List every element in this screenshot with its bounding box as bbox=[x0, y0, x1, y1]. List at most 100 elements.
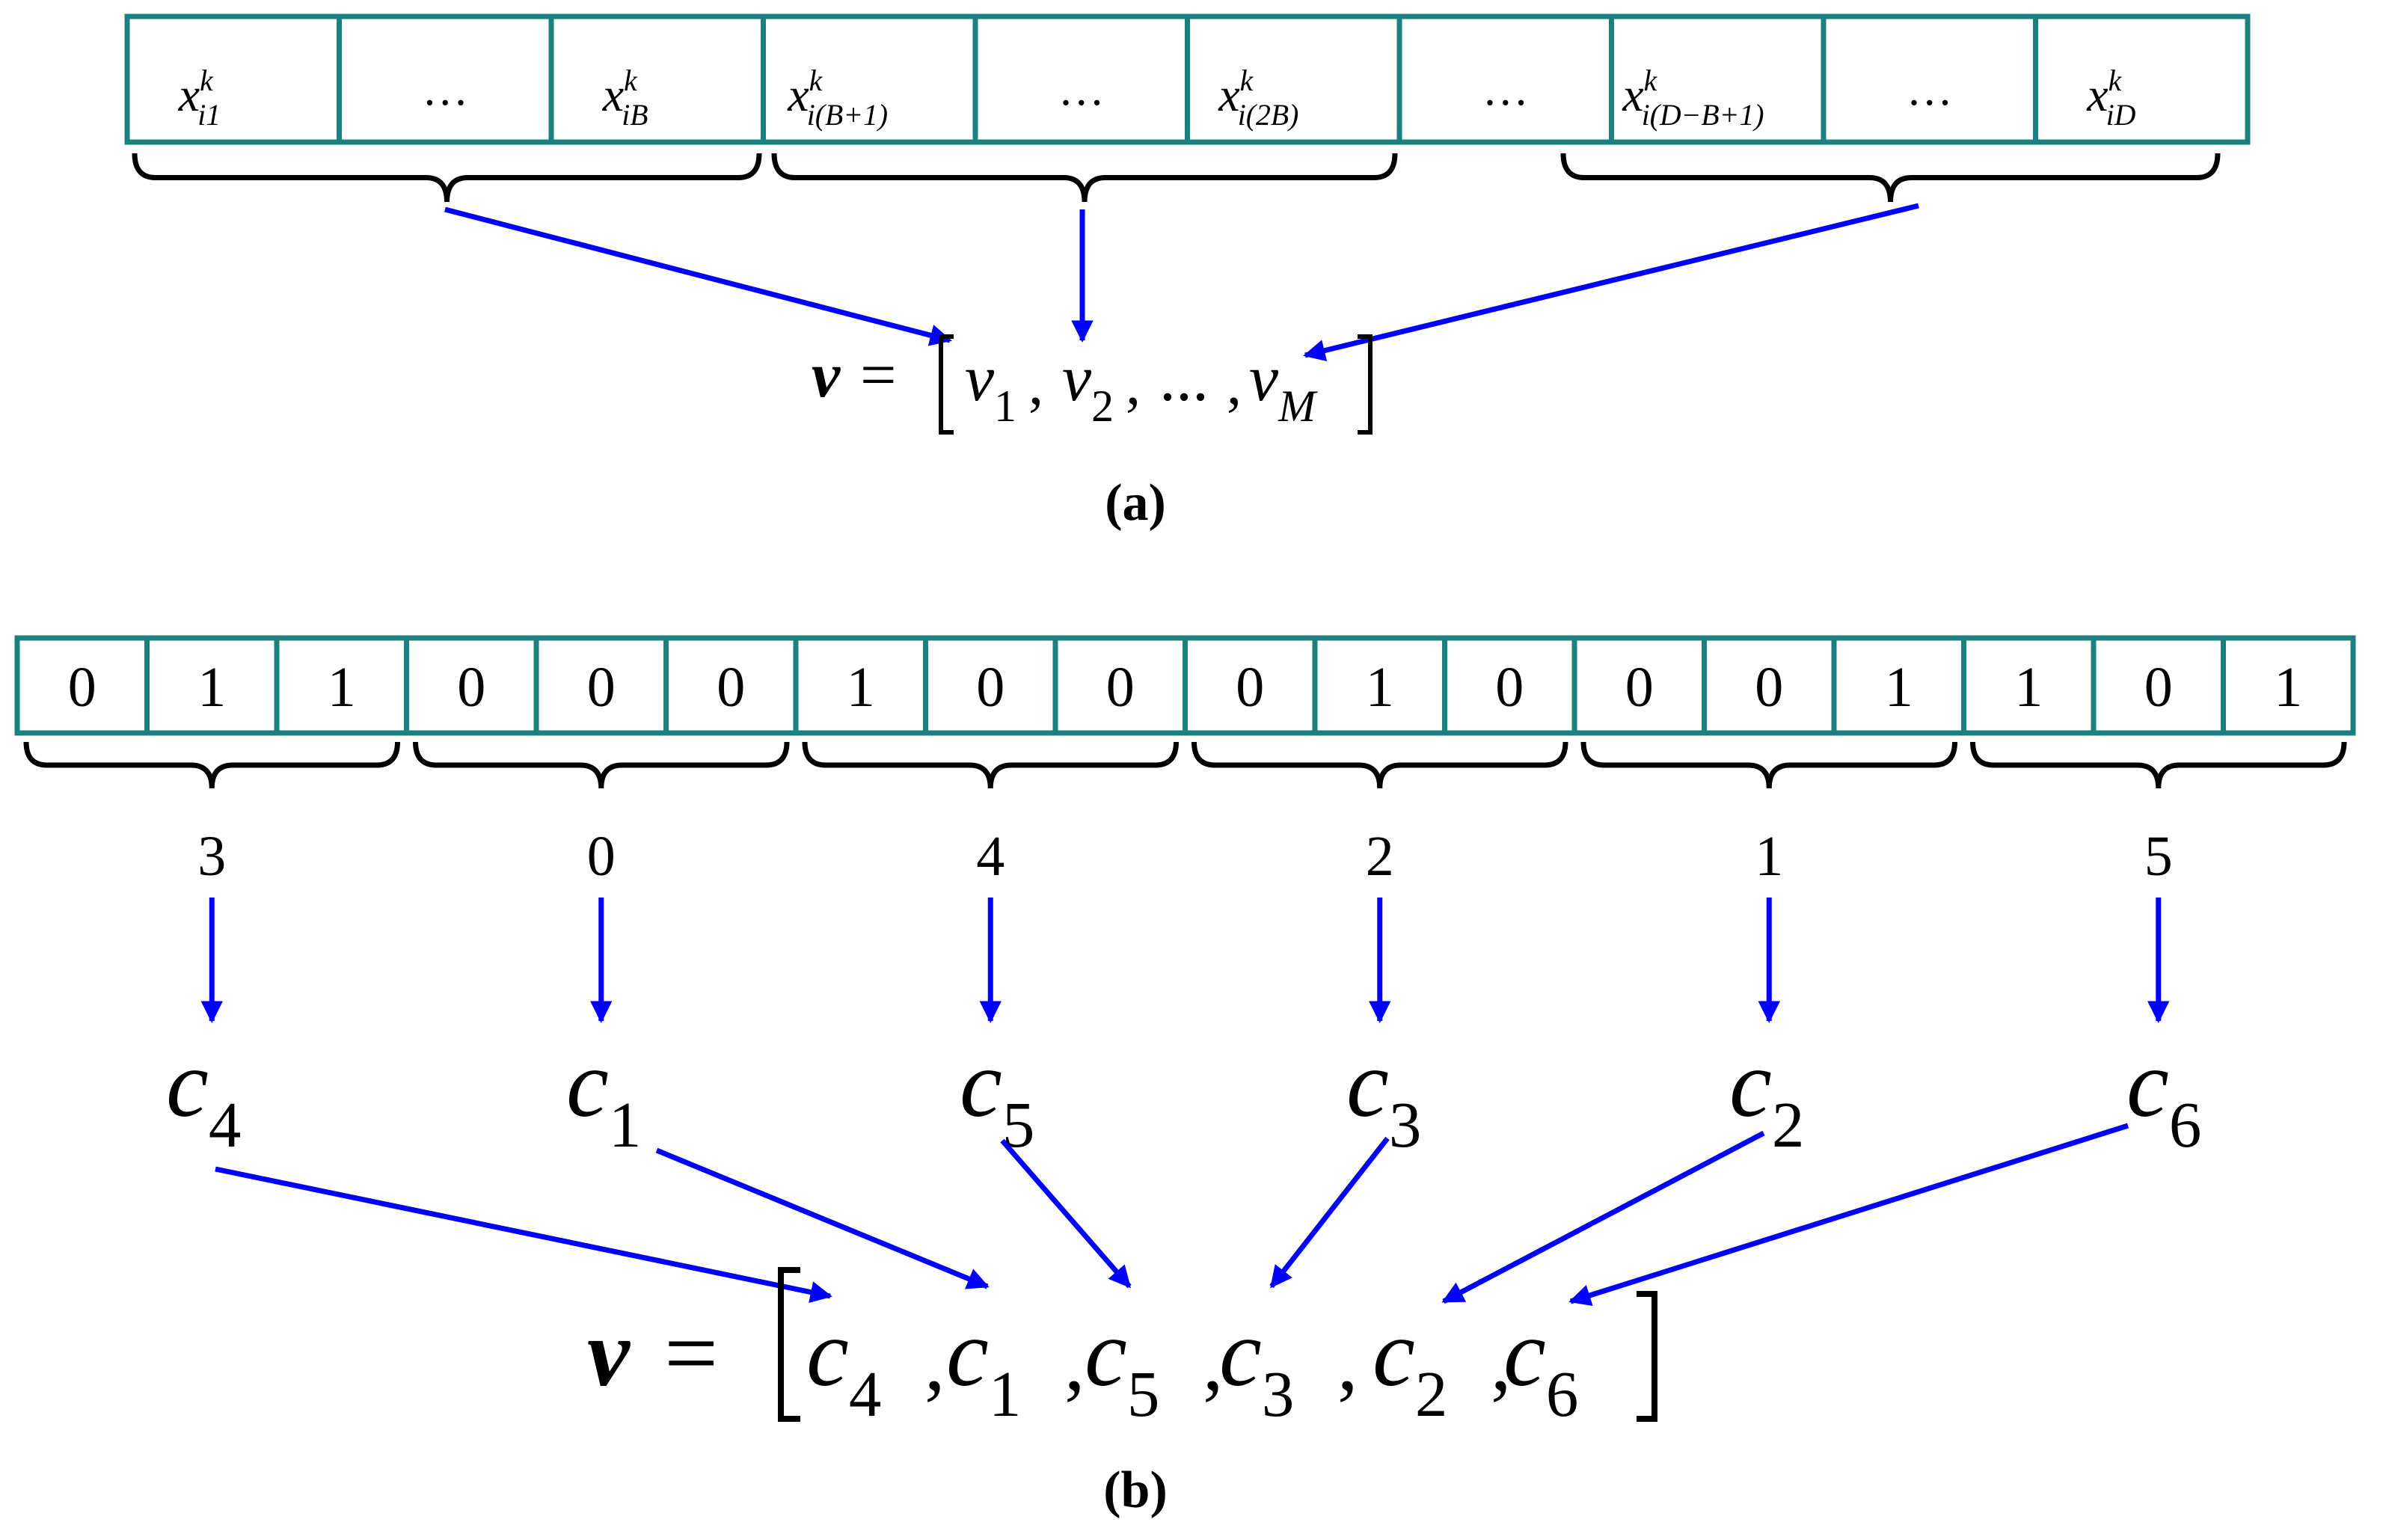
group-code-base: c bbox=[1346, 1031, 1389, 1137]
part-b-equation: v = c4,c1,c5,c3,c2,c6 bbox=[587, 1267, 1657, 1430]
group-code-base: c bbox=[166, 1031, 209, 1137]
vector-a-cell-symbol-sub: i(B+1) bbox=[807, 99, 888, 132]
group-brace bbox=[132, 153, 762, 203]
group-decimal-value: 2 bbox=[1366, 825, 1394, 888]
equation-b-comma: , bbox=[1064, 1316, 1085, 1408]
bit-value: 0 bbox=[717, 656, 745, 719]
vector-a-cell bbox=[2033, 13, 2251, 145]
vector-a-cell-symbol-sup: k bbox=[809, 64, 824, 97]
vector-a-cell-symbol-sup: k bbox=[2108, 64, 2123, 97]
vector-a-cell-ellipsis: … bbox=[1907, 64, 1953, 115]
caption-a: (a) bbox=[1105, 474, 1166, 532]
equation-b-comma: , bbox=[1491, 1316, 1512, 1408]
group-code: c6 bbox=[2126, 1031, 2201, 1161]
group-brace bbox=[771, 153, 1398, 203]
vector-a-cell-symbol-sup: k bbox=[200, 64, 214, 97]
equation-a-item-sub: 2 bbox=[1091, 381, 1114, 431]
bit-cell bbox=[2221, 635, 2356, 736]
group-code-sub: 4 bbox=[209, 1088, 242, 1161]
bit-value: 0 bbox=[68, 656, 96, 719]
group-code: c4 bbox=[166, 1031, 241, 1161]
vector-a-cell-ellipsis: … bbox=[422, 64, 468, 115]
equation-b-item-base: c bbox=[1503, 1300, 1546, 1406]
arrow-c4-to-vector bbox=[215, 1166, 832, 1304]
left-bracket bbox=[778, 1267, 800, 1422]
group-code-base: c bbox=[1729, 1031, 1772, 1137]
equation-a-lhs: v bbox=[812, 339, 841, 411]
equation-a-comma: , bbox=[1028, 352, 1043, 417]
group-decimal-value: 0 bbox=[587, 825, 616, 888]
arrow-c6-to-vector bbox=[1568, 1123, 2129, 1307]
vector-a-cell-ellipsis: … bbox=[1482, 64, 1529, 115]
arrow-c2-to-vector bbox=[1441, 1130, 1765, 1304]
group-code-base: c bbox=[960, 1031, 1002, 1137]
vector-a-cell-ellipsis-text: … bbox=[422, 64, 468, 115]
right-bracket bbox=[1637, 1291, 1657, 1422]
equation-a-item-sub: 1 bbox=[994, 381, 1016, 431]
group-code-sub: 1 bbox=[609, 1088, 642, 1161]
equation-b-comma: , bbox=[1337, 1316, 1358, 1408]
equation-b-comma: , bbox=[1203, 1316, 1224, 1408]
equation-b-comma: , bbox=[924, 1316, 945, 1408]
bit-value: 1 bbox=[847, 656, 875, 719]
group-code-sub: 3 bbox=[1389, 1088, 1422, 1161]
equation-a-item: ... bbox=[1159, 343, 1209, 415]
right-bracket bbox=[1358, 334, 1373, 435]
vector-a-cell-ellipsis-text: … bbox=[1482, 64, 1529, 115]
bit-value: 0 bbox=[1755, 656, 1783, 719]
vector-a-cell-symbol-base: x bbox=[2086, 68, 2108, 121]
equation-b-item-base: c bbox=[1373, 1300, 1415, 1406]
part-b-braces bbox=[23, 741, 2347, 789]
vector-a-cell-symbol-sub: iB bbox=[622, 99, 648, 132]
arrow-c5-to-vector bbox=[1000, 1138, 1132, 1289]
group-decimal-value: 5 bbox=[2144, 825, 2173, 888]
bit-value: 0 bbox=[1236, 656, 1264, 719]
equation-a-item-text: ... bbox=[1159, 343, 1209, 415]
arrow-c3-to-vector bbox=[1269, 1136, 1390, 1289]
bit-value: 0 bbox=[1106, 656, 1135, 719]
vector-a-cell-symbol-base: x bbox=[602, 68, 624, 121]
group-brace bbox=[413, 741, 790, 789]
equation-a-item: vM bbox=[1249, 343, 1318, 431]
vector-a-cell-symbol-sup: k bbox=[624, 64, 638, 97]
equation-a-item: v2 bbox=[1062, 343, 1114, 431]
vector-a-cell-symbol-base: x bbox=[1622, 68, 1643, 121]
bit-value: 0 bbox=[976, 656, 1005, 719]
equation-a-comma: , bbox=[1227, 352, 1242, 417]
group-decimal-value: 3 bbox=[197, 825, 226, 888]
group-code: c3 bbox=[1346, 1031, 1421, 1161]
bit-value: 0 bbox=[2144, 656, 2173, 719]
arrow-left-to-vector bbox=[444, 206, 952, 346]
equation-a-equals: = bbox=[860, 339, 897, 411]
part-b-converging-arrows bbox=[215, 1123, 2129, 1307]
equation-b-equals: = bbox=[664, 1300, 718, 1406]
vector-a-cell-symbol-base: x bbox=[787, 68, 809, 121]
group-brace bbox=[1560, 153, 2221, 203]
equation-b-item-sub: 3 bbox=[1262, 1358, 1295, 1430]
bit-value: 1 bbox=[1885, 656, 1913, 719]
bit-value: 1 bbox=[197, 656, 226, 719]
group-code-sub: 6 bbox=[2169, 1088, 2202, 1161]
vector-a-cell-symbol-sub: iD bbox=[2106, 99, 2136, 132]
bit-value: 1 bbox=[1366, 656, 1394, 719]
bit-value: 1 bbox=[2014, 656, 2043, 719]
group-code-base: c bbox=[566, 1031, 609, 1137]
equation-a-item-base: v bbox=[965, 343, 995, 415]
group-code-sub: 2 bbox=[1772, 1088, 1805, 1161]
vector-a-cell-symbol-sup: k bbox=[1644, 64, 1658, 97]
equation-b-item: c4 bbox=[806, 1300, 881, 1430]
group-brace bbox=[1970, 741, 2347, 789]
left-bracket bbox=[939, 334, 954, 435]
equation-b-lhs: v bbox=[587, 1300, 631, 1406]
bit-value: 0 bbox=[457, 656, 485, 719]
vector-a-cell bbox=[548, 13, 766, 145]
vector-a-cell-symbol-sub: i(2B) bbox=[1238, 99, 1299, 132]
equation-b-item-base: c bbox=[946, 1300, 989, 1406]
